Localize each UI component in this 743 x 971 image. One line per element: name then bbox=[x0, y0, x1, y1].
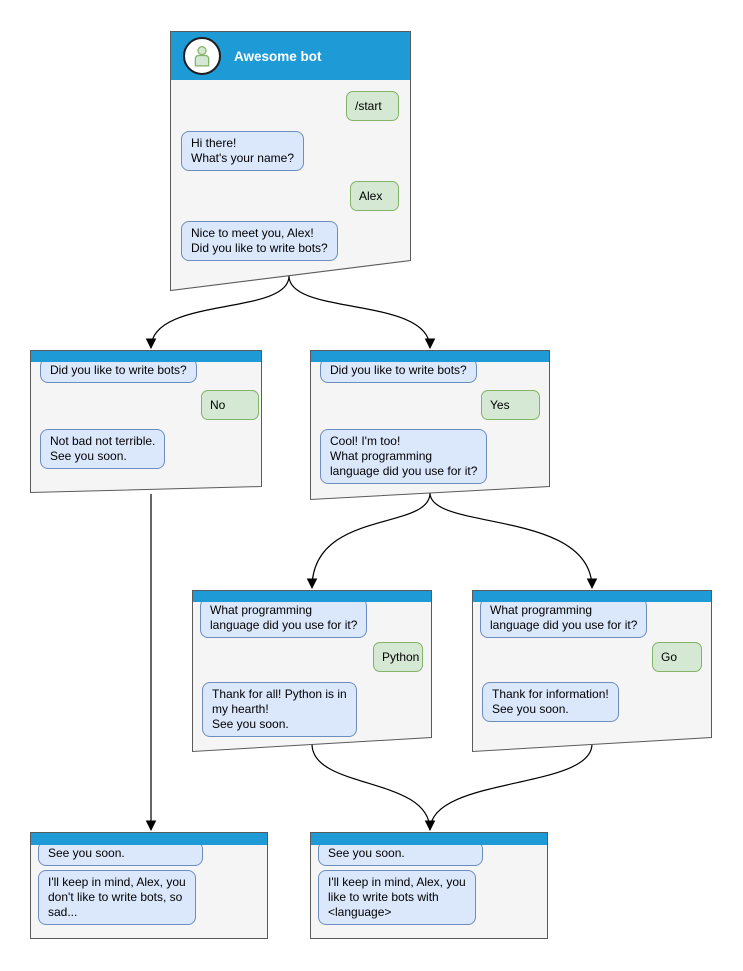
titlebar bbox=[31, 351, 261, 362]
message-user-no: No bbox=[201, 390, 259, 420]
connector-yes-to-go bbox=[429, 492, 598, 590]
chat-window-branch-go: What programming language did you use fo… bbox=[472, 590, 712, 753]
chat-window-branch-python: What programming language did you use fo… bbox=[192, 590, 432, 753]
chat-window-branch-no: Did you like to write bots? No Not bad n… bbox=[30, 350, 262, 495]
connector-python-to-end bbox=[311, 743, 436, 832]
message-bot-reply: Cool! I'm too! What programming language… bbox=[320, 429, 488, 484]
titlebar bbox=[31, 833, 267, 845]
message-bot-reply: Thank for information! See you soon. bbox=[482, 682, 619, 722]
window-title: Awesome bot bbox=[234, 48, 322, 64]
connector-go-to-end bbox=[429, 743, 593, 831]
message-bot-greeting: Hi there! What's your name? bbox=[181, 131, 305, 171]
message-user-go: Go bbox=[652, 642, 702, 672]
titlebar bbox=[193, 591, 431, 602]
message-bot-meet: Nice to meet you, Alex! Did you like to … bbox=[181, 221, 338, 261]
message-user-python: Python bbox=[373, 642, 423, 672]
message-user-name: Alex bbox=[350, 181, 399, 211]
message-user-yes: Yes bbox=[481, 390, 540, 420]
message-bot-reply: Thank for all! Python is in my hearth! S… bbox=[202, 682, 357, 737]
message-bot-reply: I'll keep in mind, Alex, you don't like … bbox=[38, 870, 196, 925]
message-bot-question: Did you like to write bots? bbox=[320, 358, 477, 383]
chat-window-main: Awesome bot /start Hi there! What's your… bbox=[170, 31, 411, 292]
titlebar bbox=[311, 351, 549, 362]
chat-window-end-no: See you soon. I'll keep in mind, Alex, y… bbox=[30, 832, 268, 939]
titlebar bbox=[311, 833, 547, 845]
message-bot-question: Did you like to write bots? bbox=[40, 358, 197, 383]
message-bot-reply: Not bad not terrible. See you soon. bbox=[40, 429, 166, 469]
message-bot-question: What programming language did you use fo… bbox=[480, 598, 648, 638]
avatar bbox=[183, 37, 221, 75]
message-bot-reply: I'll keep in mind, Alex, you like to wri… bbox=[318, 870, 476, 925]
chat-window-branch-yes: Did you like to write bots? Yes Cool! I'… bbox=[310, 350, 550, 501]
titlebar: Awesome bot bbox=[171, 32, 410, 80]
chat-window-end-yes: See you soon. I'll keep in mind, Alex, y… bbox=[310, 832, 548, 939]
message-user-start: /start bbox=[346, 91, 399, 121]
message-bot-question: What programming language did you use fo… bbox=[200, 598, 368, 638]
person-icon bbox=[194, 46, 210, 67]
titlebar bbox=[473, 591, 711, 602]
connector-yes-to-python bbox=[306, 492, 431, 590]
